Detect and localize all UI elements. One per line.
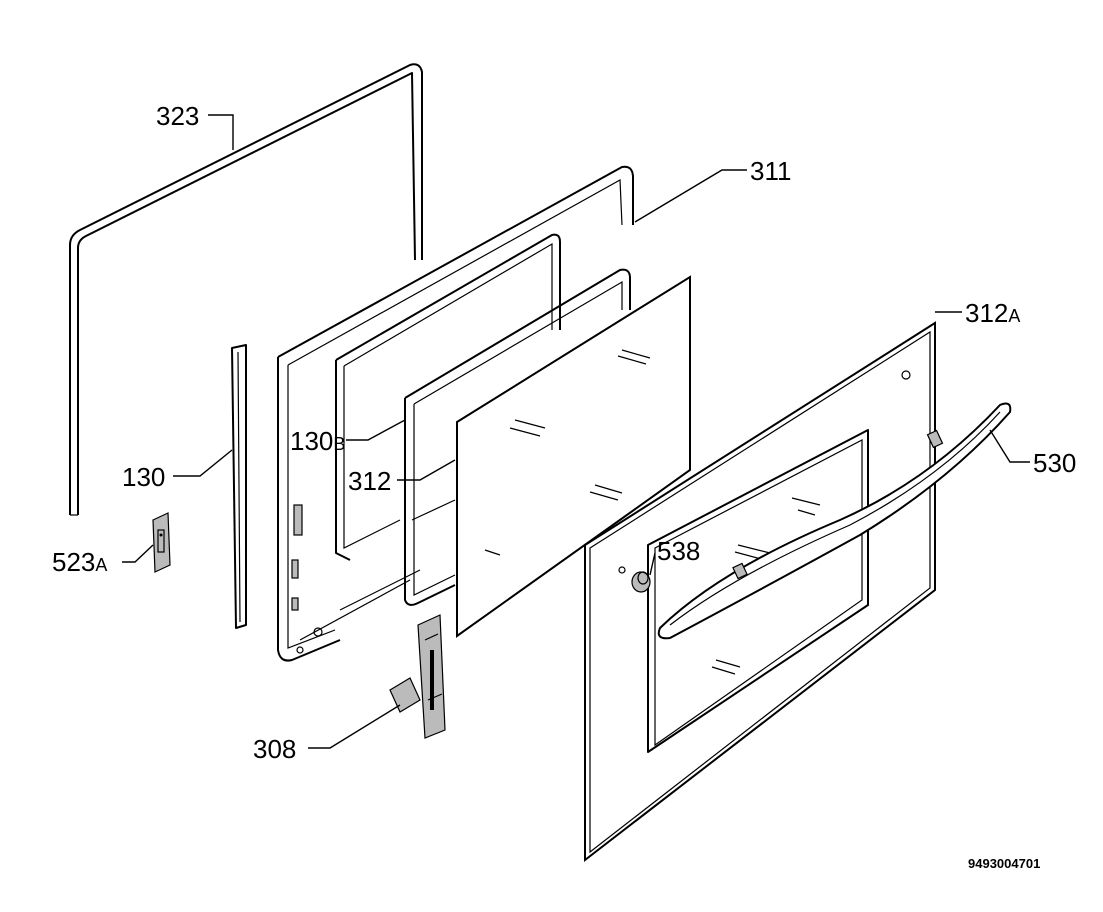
clip-part-523A — [152, 512, 171, 573]
glass-pane — [456, 275, 691, 638]
label-130B: 130B — [290, 426, 345, 456]
handle-part-530 — [657, 402, 1012, 640]
outer-door-part-312A — [584, 321, 936, 863]
label-311: 311 — [750, 156, 791, 186]
label-538: 538 — [657, 536, 700, 566]
label-530: 530 — [1033, 448, 1076, 478]
label-523A: 523A — [52, 547, 107, 577]
part-labels: 323 311 312A 530 130B 312 130 538 523A 3… — [52, 101, 1076, 871]
label-312A: 312A — [965, 298, 1020, 328]
glass-frame-part-312 — [404, 268, 631, 606]
label-312: 312 — [348, 466, 391, 496]
document-number: 9493004701 — [968, 856, 1040, 871]
hinge-part-308 — [389, 614, 446, 739]
inner-frame-part-311 — [277, 165, 634, 662]
bushing-part-538 — [631, 571, 651, 593]
label-323: 323 — [156, 101, 199, 131]
seal-strip-part-130 — [231, 344, 247, 629]
label-308: 308 — [253, 734, 296, 764]
gasket-part-323 — [69, 63, 423, 516]
leader-lines — [122, 114, 1030, 749]
label-130: 130 — [122, 462, 165, 492]
